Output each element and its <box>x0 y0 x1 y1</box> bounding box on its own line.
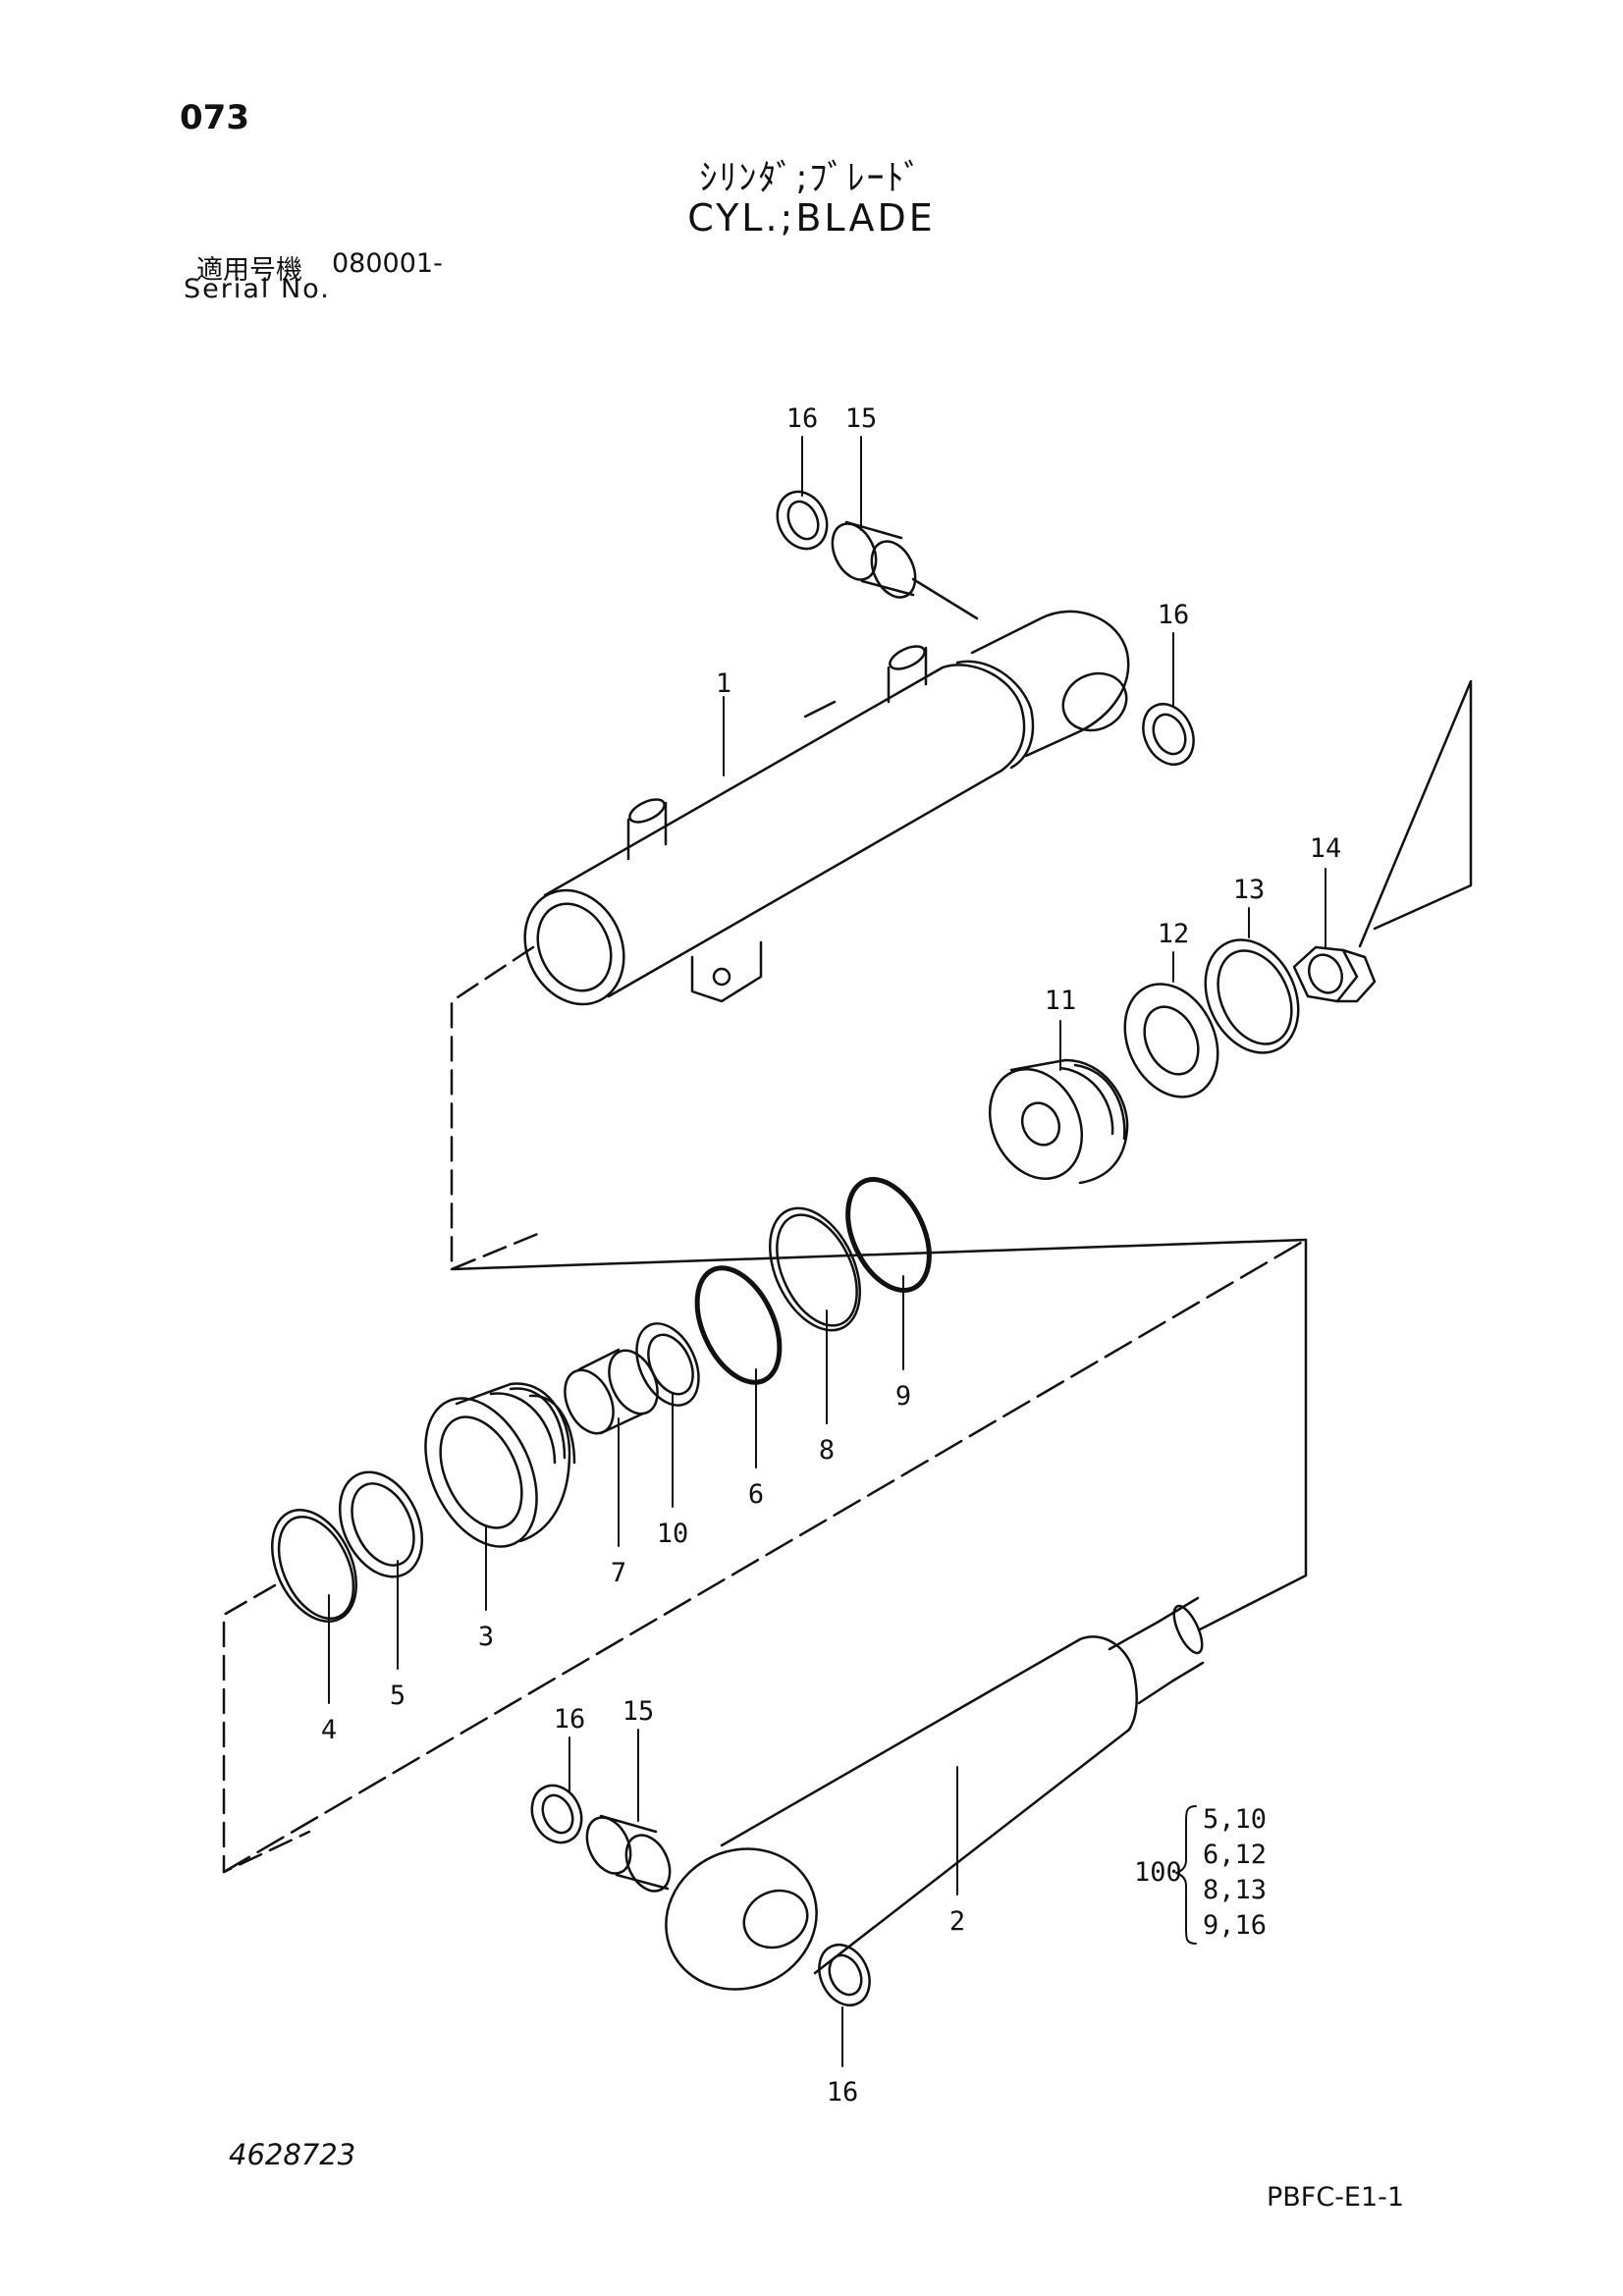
part-pin-bushing-bottom <box>585 1814 672 1893</box>
callout-leaders <box>328 436 1326 2067</box>
serial-label-japanese: 適用号機 <box>196 255 302 286</box>
title-english: CYL.;BLADE <box>687 196 936 240</box>
callout-16-top: 16 <box>786 403 819 434</box>
part-cylinder-tube <box>523 610 1130 1006</box>
seal-kit-item: 6,12 <box>1203 1840 1267 1870</box>
assembly-boundary-upper <box>450 679 1473 1271</box>
part-o-ring-small <box>845 1177 932 1293</box>
part-piston-rod <box>665 1596 1205 1991</box>
part-rod-seal <box>635 1322 700 1407</box>
callout-11: 11 <box>1045 986 1077 1016</box>
part-dust-seal-bottom <box>818 1944 871 2006</box>
callout-1: 1 <box>716 668 731 699</box>
part-slide-ring <box>1204 938 1300 1054</box>
part-rod-cover <box>424 1382 576 1548</box>
seal-kit-item: 5,10 <box>1203 1804 1267 1835</box>
page-number: 073 <box>180 98 249 137</box>
part-piston <box>988 1058 1129 1185</box>
part-dust-seal <box>338 1470 424 1578</box>
part-dust-seal-bottom-left <box>530 1784 583 1844</box>
callout-16-eye: 16 <box>1158 600 1190 630</box>
part-nut <box>1292 945 1377 1003</box>
sheet-code: PBFC-E1-1 <box>1267 2182 1405 2213</box>
part-backup-ring <box>769 1206 861 1332</box>
part-snap-ring <box>270 1509 358 1623</box>
callout-5: 5 <box>390 1681 406 1711</box>
callout-6: 6 <box>748 1479 764 1510</box>
seal-kit-group: 100 5,10 6,12 8,13 9,16 <box>1134 1804 1267 1945</box>
part-pin-bushing-top <box>831 520 979 620</box>
part-dust-seal-top <box>776 490 829 551</box>
drawing-number: 4628723 <box>229 2138 356 2171</box>
seal-kit-item: 8,13 <box>1203 1875 1267 1905</box>
callout-8: 8 <box>819 1435 835 1466</box>
callout-9: 9 <box>895 1381 911 1412</box>
part-dust-seal-eye <box>1142 703 1195 766</box>
part-o-ring <box>694 1265 783 1385</box>
callout-14: 14 <box>1310 833 1342 864</box>
callout-7: 7 <box>611 1558 626 1588</box>
callout-2: 2 <box>949 1906 965 1937</box>
callout-15-top: 15 <box>845 403 878 434</box>
callout-4: 4 <box>321 1715 337 1745</box>
callout-numbers: 1 2 3 4 5 6 7 8 9 10 11 12 13 14 15 16 1… <box>321 403 1341 2108</box>
seal-kit-number: 100 <box>1134 1857 1182 1888</box>
callout-3: 3 <box>478 1622 494 1652</box>
serial-label-english: Serial No. <box>184 274 331 304</box>
assembly-boundary-lower <box>222 1238 1308 1874</box>
callout-15-bottom: 15 <box>622 1696 655 1727</box>
serial-number-range: 080001- <box>332 248 443 279</box>
title-japanese: ｼﾘﾝﾀﾞ;ﾌﾞﾚｰﾄﾞ <box>699 158 924 198</box>
callout-12: 12 <box>1158 919 1190 949</box>
callout-13: 13 <box>1233 875 1266 905</box>
part-wear-ring <box>1123 983 1219 1098</box>
seal-kit-item: 9,16 <box>1203 1910 1267 1941</box>
part-bushing <box>564 1348 659 1435</box>
callout-16-bottom: 16 <box>827 2077 859 2108</box>
callout-10: 10 <box>657 1519 689 1549</box>
callout-16-bottom-left: 16 <box>554 1704 586 1735</box>
